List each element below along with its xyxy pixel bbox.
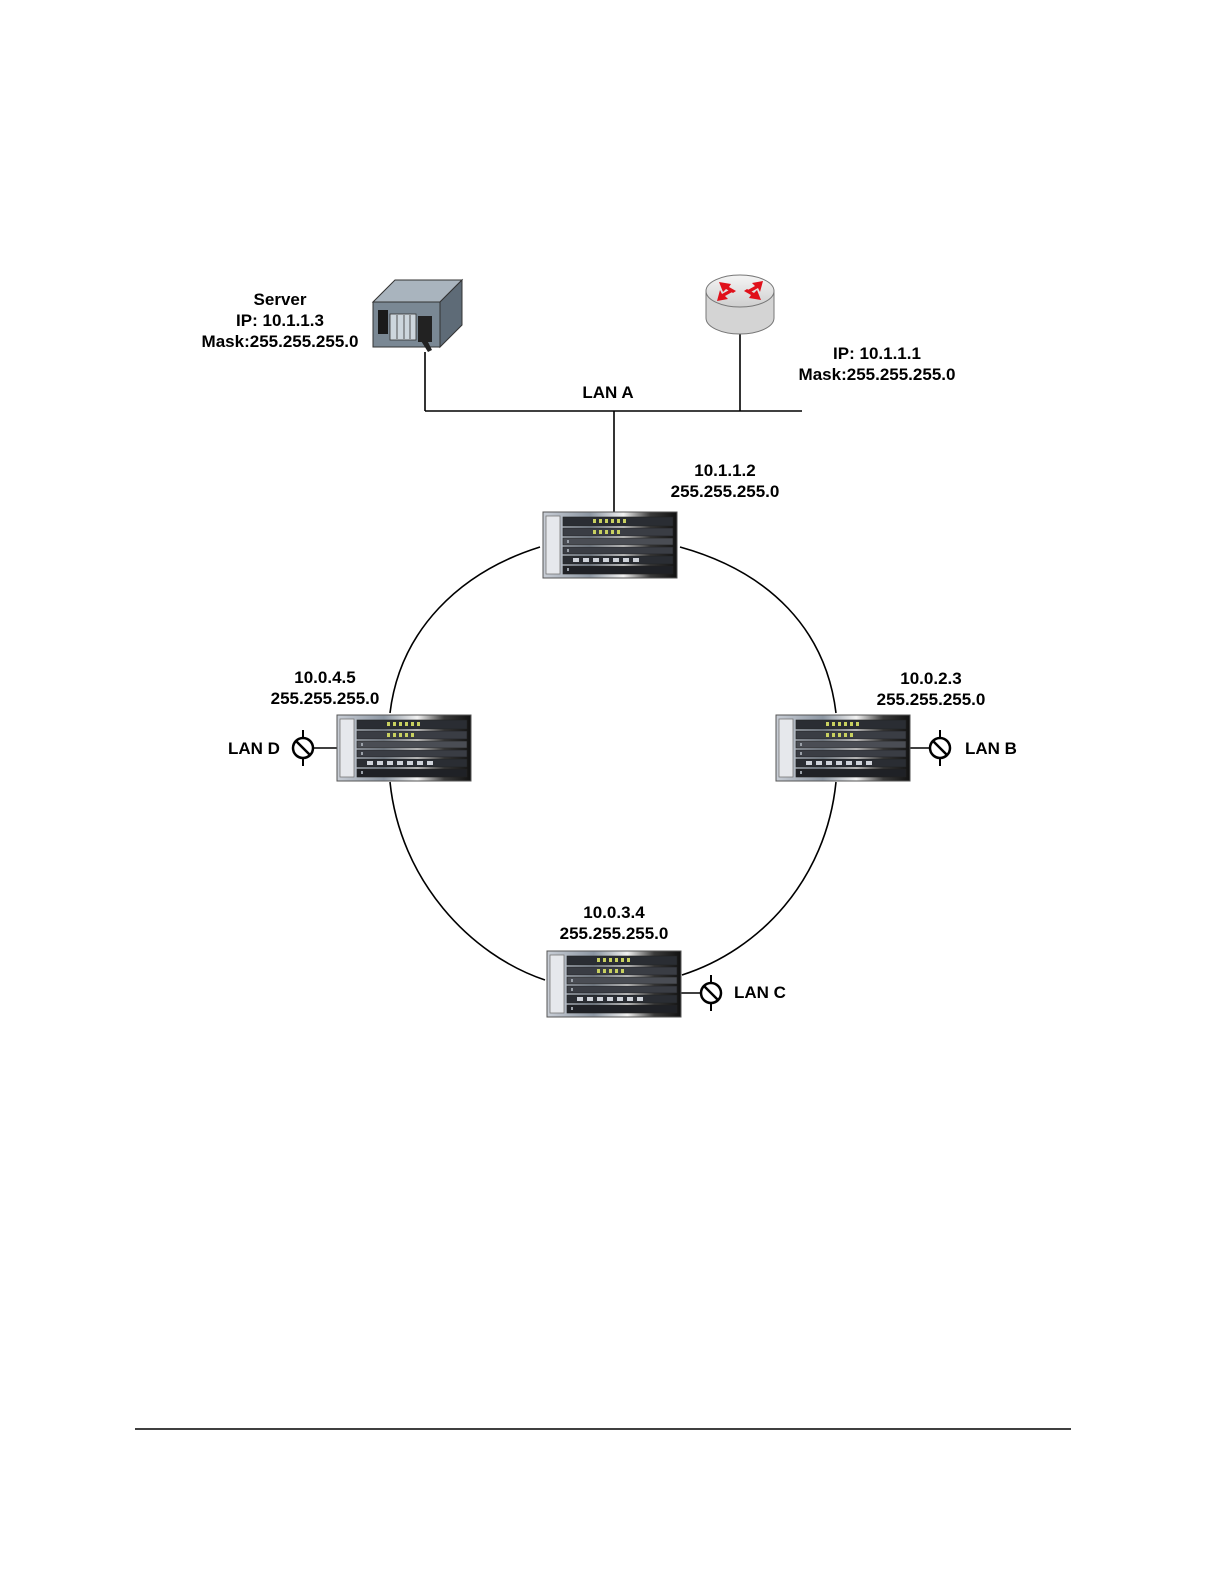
router-ip: IP: 10.1.1.1 bbox=[777, 343, 977, 364]
node-top-mask: 255.255.255.0 bbox=[645, 481, 805, 502]
server-ip: IP: 10.1.1.3 bbox=[180, 310, 380, 331]
node-top-ip: 10.1.1.2 bbox=[645, 460, 805, 481]
node-right-ip: 10.0.2.3 bbox=[851, 668, 1011, 689]
lan-b-label: LAN B bbox=[965, 738, 1017, 759]
node-top-label: 10.1.1.2 255.255.255.0 bbox=[645, 460, 805, 502]
node-bottom-label: 10.0.3.4 255.255.255.0 bbox=[534, 902, 694, 944]
server-icon bbox=[373, 280, 462, 352]
switch-chassis-icon-left bbox=[337, 715, 471, 781]
switch-chassis-icon-top bbox=[543, 512, 677, 578]
lan-b-symbol-icon bbox=[930, 730, 950, 766]
lan-c-symbol-icon bbox=[701, 975, 721, 1011]
node-left-mask: 255.255.255.0 bbox=[245, 688, 405, 709]
node-bottom-ip: 10.0.3.4 bbox=[534, 902, 694, 923]
lan-a-label: LAN A bbox=[558, 382, 658, 403]
router-label: IP: 10.1.1.1 Mask:255.255.255.0 bbox=[777, 343, 977, 385]
server-label: Server IP: 10.1.1.3 Mask:255.255.255.0 bbox=[180, 289, 380, 352]
router-icon bbox=[706, 275, 774, 334]
ring-link-top-right bbox=[680, 547, 836, 713]
node-right-mask: 255.255.255.0 bbox=[851, 689, 1011, 710]
node-bottom-mask: 255.255.255.0 bbox=[534, 923, 694, 944]
node-left-ip: 10.0.4.5 bbox=[245, 667, 405, 688]
node-left-label: 10.0.4.5 255.255.255.0 bbox=[245, 667, 405, 709]
router-mask: Mask:255.255.255.0 bbox=[777, 364, 977, 385]
lan-d-label: LAN D bbox=[228, 738, 280, 759]
server-mask: Mask:255.255.255.0 bbox=[180, 331, 380, 352]
ring-link-top-left bbox=[390, 547, 540, 713]
lan-d-symbol-icon bbox=[293, 730, 313, 766]
switch-chassis-icon-bottom bbox=[547, 951, 681, 1017]
node-right-label: 10.0.2.3 255.255.255.0 bbox=[851, 668, 1011, 710]
server-name: Server bbox=[180, 289, 380, 310]
ring-link-right-bottom bbox=[682, 782, 836, 975]
lan-c-label: LAN C bbox=[734, 982, 786, 1003]
ring-link-left-bottom bbox=[390, 782, 545, 980]
switch-chassis-icon-right bbox=[776, 715, 910, 781]
